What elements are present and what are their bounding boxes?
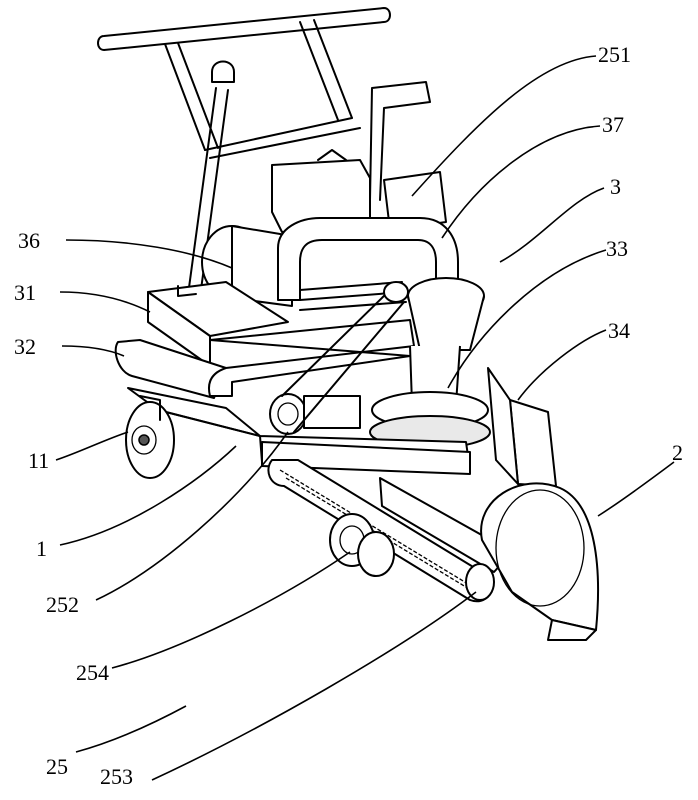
sprocket-252 [269, 393, 361, 435]
disc-guard-2 [480, 482, 600, 641]
pipe-32 [114, 319, 415, 399]
label-25: 25 [46, 754, 68, 779]
sprocket-253 [465, 563, 495, 601]
label-32: 32 [14, 334, 36, 359]
label-253: 253 [100, 764, 133, 789]
label-31: 31 [14, 280, 36, 305]
leader-lines [55, 55, 675, 781]
label-3: 3 [610, 174, 621, 199]
label-1: 1 [36, 536, 47, 561]
reference-labels: 251 37 3 33 36 31 32 34 2 11 1 252 254 2… [14, 42, 683, 789]
label-252: 252 [46, 592, 79, 617]
duct-34 [487, 367, 557, 487]
handle-bar [97, 7, 391, 159]
idler-254 [329, 513, 395, 577]
label-34: 34 [608, 318, 630, 343]
frame-31 [147, 281, 289, 367]
label-254: 254 [76, 660, 109, 685]
drive-belt [281, 281, 409, 433]
label-251: 251 [598, 42, 631, 67]
label-37: 37 [602, 112, 624, 137]
chain-boom [267, 459, 513, 603]
label-11: 11 [28, 448, 49, 473]
wheel-11 [125, 395, 175, 479]
label-36: 36 [18, 228, 40, 253]
box-251 [383, 171, 447, 231]
label-33: 33 [606, 236, 628, 261]
label-2: 2 [672, 440, 683, 465]
